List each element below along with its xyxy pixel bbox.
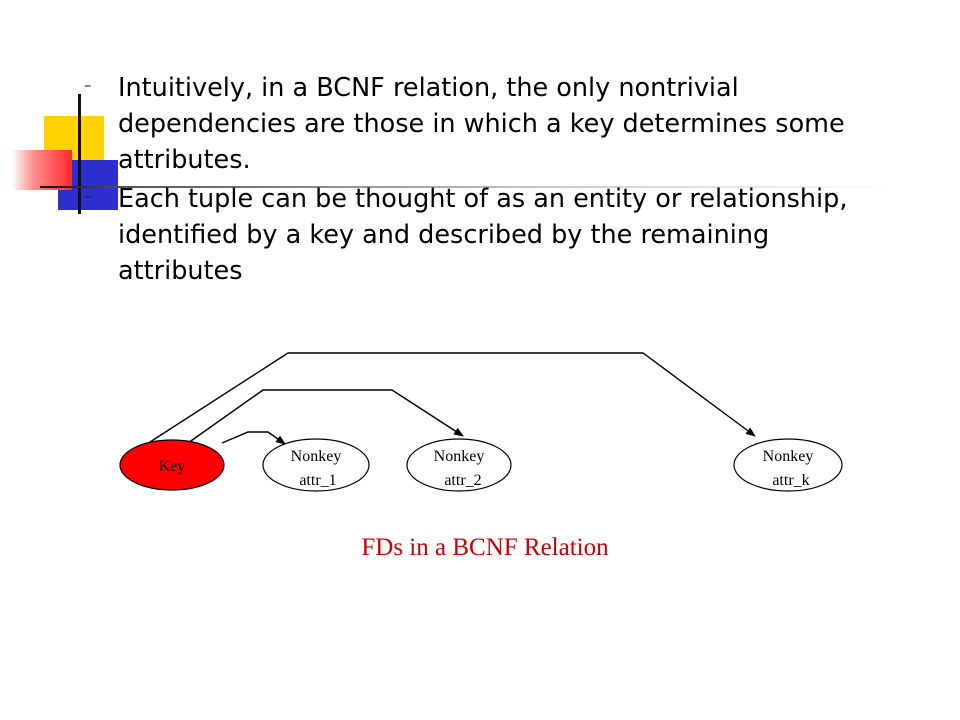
bullet-marker: –	[84, 187, 92, 205]
decor-horizontal-line	[40, 186, 900, 188]
bullet-text: Each tuple can be thought of as an entit…	[118, 184, 864, 286]
bullet-item: – Intuitively, in a BCNF relation, the o…	[84, 70, 884, 178]
bullet-list: – Intuitively, in a BCNF relation, the o…	[84, 70, 884, 289]
node-attr-2-line2: attr_2	[444, 472, 481, 489]
node-attr-k: Nonkey attr_k	[733, 438, 843, 492]
decor-red-square	[12, 150, 72, 190]
node-attr-1-line2: attr_1	[299, 472, 336, 489]
bullet-item: – Each tuple can be thought of as an ent…	[84, 181, 884, 289]
bullet-text: Intuitively, in a BCNF relation, the onl…	[118, 73, 853, 175]
node-attr-1: Nonkey attr_1	[262, 438, 370, 492]
node-attr-1-shape	[262, 438, 370, 492]
node-attr-k-line2: attr_k	[772, 472, 809, 489]
edge-key-to-attr-2	[187, 389, 464, 444]
node-attr-1-line1: Nonkey	[291, 448, 342, 465]
bullet-marker: –	[84, 76, 92, 94]
node-key: Key	[119, 439, 225, 491]
node-key-shape	[119, 439, 225, 491]
node-attr-2-shape	[406, 438, 512, 492]
node-key-label: Key	[159, 458, 186, 475]
edge-key-to-attr-1	[221, 431, 286, 445]
node-attr-k-line1: Nonkey	[763, 448, 814, 465]
node-attr-2: Nonkey attr_2	[406, 438, 512, 492]
decor-vertical-line	[78, 94, 81, 214]
node-attr-2-line1: Nonkey	[434, 448, 485, 465]
diagram-caption: FDs in a BCNF Relation	[361, 534, 609, 561]
node-attr-k-shape	[733, 438, 843, 492]
edge-key-to-attr-k	[149, 352, 756, 443]
